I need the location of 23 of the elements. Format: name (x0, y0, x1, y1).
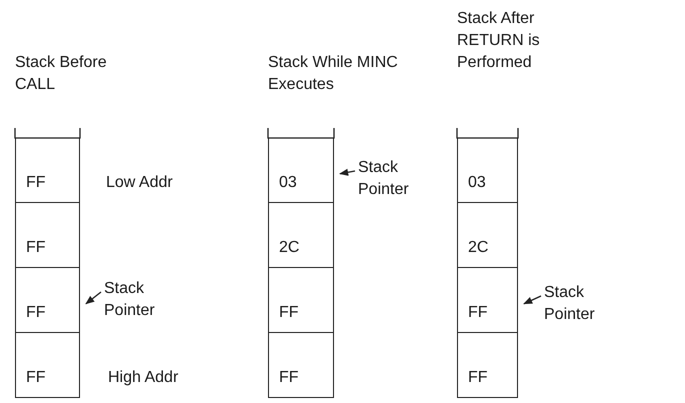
stack-cell: FF (268, 268, 334, 333)
stack-cell: 03 (268, 138, 334, 203)
pointer-label: Stack Pointer (544, 282, 624, 330)
stack-cell: 2C (457, 203, 518, 268)
stack-cell: FF (15, 333, 80, 398)
stack-cell: FF (457, 333, 518, 398)
address-label: High Addr (108, 368, 178, 388)
address-label: Low Addr (106, 173, 173, 193)
stack-cell: 2C (268, 203, 334, 268)
stack-cell: FF (457, 268, 518, 333)
stack-cell: FF (15, 268, 80, 333)
column-heading: Stack While MINC Executes (268, 53, 398, 95)
stack-cell: FF (268, 333, 334, 398)
pointer-label: Stack Pointer (104, 278, 184, 326)
pointer-arrow (85, 291, 102, 304)
stack-cell: 03 (457, 138, 518, 203)
column-heading: Stack Before CALL (15, 53, 108, 95)
pointer-arrow (523, 295, 542, 304)
stack-cell: FF (15, 203, 80, 268)
column-heading: Stack After RETURN is Performed (457, 9, 541, 73)
pointer-label: Stack Pointer (358, 157, 438, 205)
stack-cell: FF (15, 138, 80, 203)
pointer-arrow (339, 168, 356, 176)
